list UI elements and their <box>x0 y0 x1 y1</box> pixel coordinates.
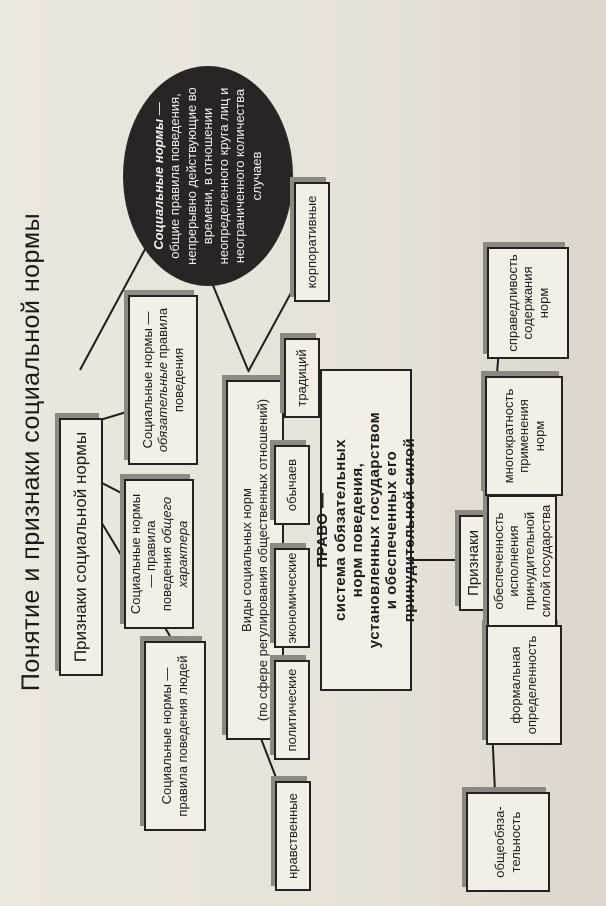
law-line-6: принудительной силой <box>400 437 418 623</box>
connector-kinds-k6 <box>247 279 299 373</box>
definition-term: Социальные нормы <box>151 118 167 250</box>
definition-text: — общие правила поведения, непрерывно де… <box>151 87 264 265</box>
features-header: Признаки социальной нормы <box>59 418 103 676</box>
kind-box-corporate: корпоративные <box>294 182 330 302</box>
page-title: Понятие и признаки социальной нормы <box>17 212 46 692</box>
connector-header-oval <box>79 239 151 371</box>
kinds-header-title: Виды социальных норм <box>238 488 254 632</box>
sign-box-justice: справедливость содержания норм <box>487 247 569 359</box>
kind-box-economic: экономические <box>274 548 310 648</box>
law-line-1: ПРАВО — <box>314 492 332 568</box>
kind-box-moral: нравственные <box>275 781 311 891</box>
feature-2-text: Социальные нормы — правила поведения общ… <box>127 493 190 615</box>
feature-box-3: Социальные нормы — обязательные правила … <box>128 295 198 465</box>
signs-header: Признаки <box>459 515 489 611</box>
sign-box-formal: формальная определенность <box>486 625 562 745</box>
feature-box-1: Социальные нормы — правила поведения люд… <box>144 641 206 831</box>
law-definition-box: ПРАВО — система обязательных норм поведе… <box>314 369 418 691</box>
definition-oval: Социальные нормы — общие правила поведен… <box>123 66 293 286</box>
feature-1-text: Социальные нормы — правила поведения люд… <box>159 655 190 817</box>
law-line-4: установленных государством <box>366 411 383 649</box>
kinds-header-subtitle: (по сфере регулирования общественных отн… <box>255 398 270 722</box>
kind-box-traditions: традиций <box>284 338 320 418</box>
sign-box-obligatory: общеобяза-тельность <box>466 792 550 892</box>
kind-box-customs: обычаев <box>274 445 310 525</box>
connector-kinds-k1 <box>259 735 281 789</box>
sign-box-repeatability: многократность применения норм <box>485 376 563 496</box>
feature-3-text: Социальные нормы — обязательные правила … <box>139 307 186 453</box>
feature-box-2: Социальные нормы — правила поведения общ… <box>124 479 194 629</box>
law-line-3: норм поведения, <box>348 462 366 598</box>
kind-box-political: политические <box>274 660 310 760</box>
law-line-2: система обязательных <box>331 438 349 622</box>
sign-box-coercion: обеспеченность исполнения принудительной… <box>487 495 557 627</box>
law-line-5: и обеспеченных его <box>383 450 401 610</box>
